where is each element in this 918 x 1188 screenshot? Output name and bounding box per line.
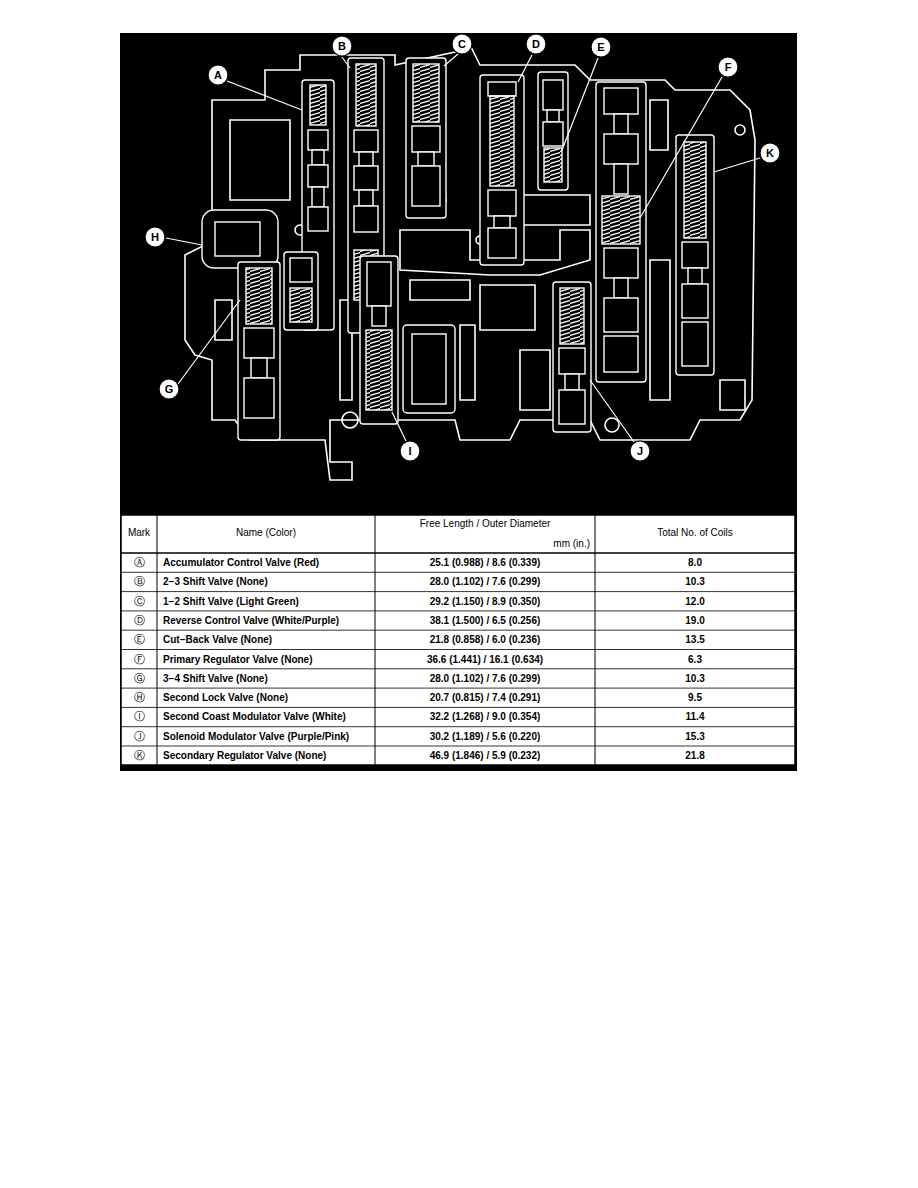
table-coils-cell: 11.4 <box>595 707 795 726</box>
callout-letter: G <box>159 379 179 399</box>
callout-letter: F <box>718 57 738 77</box>
callout-letter: H <box>145 227 165 247</box>
table-header: Mark <box>121 527 157 538</box>
callout-letter: K <box>760 143 780 163</box>
table-dimension-cell: 30.2 (1.189) / 5.6 (0.220) <box>375 727 595 746</box>
table-dimension-cell: 38.1 (1.500) / 6.5 (0.256) <box>375 611 595 630</box>
table-dimension-cell: 25.1 (0.988) / 8.6 (0.339) <box>375 553 595 572</box>
table-dimension-cell: 21.8 (0.858) / 6.0 (0.236) <box>375 630 595 649</box>
black-panel <box>120 33 797 771</box>
table-name-cell: Primary Regulator Valve (None) <box>163 650 373 669</box>
table-mark: Ⓔ <box>121 630 157 649</box>
table-coils-cell: 15.3 <box>595 727 795 746</box>
callout-circles <box>145 34 780 461</box>
table-mark: Ⓐ <box>121 553 157 572</box>
table-name-cell: Solenoid Modulator Valve (Purple/Pink) <box>163 727 373 746</box>
table-dimension-cell: 46.9 (1.846) / 5.9 (0.232) <box>375 746 595 765</box>
table-dimension-cell: 28.0 (1.102) / 7.6 (0.299) <box>375 669 595 688</box>
table-dimension-cell: 28.0 (1.102) / 7.6 (0.299) <box>375 572 595 591</box>
table-coils-cell: 10.3 <box>595 669 795 688</box>
table-name-cell: Cut−Back Valve (None) <box>163 630 373 649</box>
spec-table <box>121 515 795 765</box>
table-coils-cell: 6.3 <box>595 650 795 669</box>
table-name-cell: Second Coast Modulator Valve (White) <box>163 707 373 726</box>
callout-letter: A <box>208 65 228 85</box>
callout-letter: C <box>452 34 472 54</box>
table-coils-cell: 12.0 <box>595 592 795 611</box>
table-coils-cell: 10.3 <box>595 572 795 591</box>
table-header: mm (in.) <box>500 538 590 549</box>
table-header: Free Length / Outer Diameter <box>375 518 595 529</box>
table-dimension-cell: 20.7 (0.815) / 7.4 (0.291) <box>375 688 595 707</box>
table-mark: Ⓒ <box>121 592 157 611</box>
callout-letter: J <box>630 441 650 461</box>
table-name-cell: 2−3 Shift Valve (None) <box>163 572 373 591</box>
table-mark: Ⓗ <box>121 688 157 707</box>
table-header: Name (Color) <box>157 527 375 538</box>
callout-letter: D <box>526 34 546 54</box>
callout-letter: B <box>332 36 352 56</box>
table-name-cell: Second Lock Valve (None) <box>163 688 373 707</box>
table-mark: Ⓙ <box>121 727 157 746</box>
valve-body-outline <box>185 45 755 480</box>
table-coils-cell: 19.0 <box>595 611 795 630</box>
valve-spools <box>202 58 714 440</box>
table-dimension-cell: 32.2 (1.268) / 9.0 (0.354) <box>375 707 595 726</box>
table-dimension-cell: 29.2 (1.150) / 8.9 (0.350) <box>375 592 595 611</box>
table-name-cell: 1−2 Shift Valve (Light Green) <box>163 592 373 611</box>
table-name-cell: 3−4 Shift Valve (None) <box>163 669 373 688</box>
table-mark: Ⓖ <box>121 669 157 688</box>
table-name-cell: Accumulator Control Valve (Red) <box>163 553 373 572</box>
table-name-cell: Reverse Control Valve (White/Purple) <box>163 611 373 630</box>
table-mark: Ⓘ <box>121 707 157 726</box>
table-coils-cell: 13.5 <box>595 630 795 649</box>
table-coils-cell: 8.0 <box>595 553 795 572</box>
table-header: Total No. of Coils <box>595 527 795 538</box>
table-mark: Ⓓ <box>121 611 157 630</box>
leader-lines <box>166 54 760 442</box>
table-coils-cell: 9.5 <box>595 688 795 707</box>
callout-letter: I <box>400 441 420 461</box>
table-dimension-cell: 36.6 (1.441) / 16.1 (0.634) <box>375 650 595 669</box>
table-mark: Ⓕ <box>121 650 157 669</box>
table-name-cell: Secondary Regulator Valve (None) <box>163 746 373 765</box>
table-mark: Ⓑ <box>121 572 157 591</box>
callout-letter: E <box>591 37 611 57</box>
table-coils-cell: 21.8 <box>595 746 795 765</box>
table-mark: Ⓚ <box>121 746 157 765</box>
